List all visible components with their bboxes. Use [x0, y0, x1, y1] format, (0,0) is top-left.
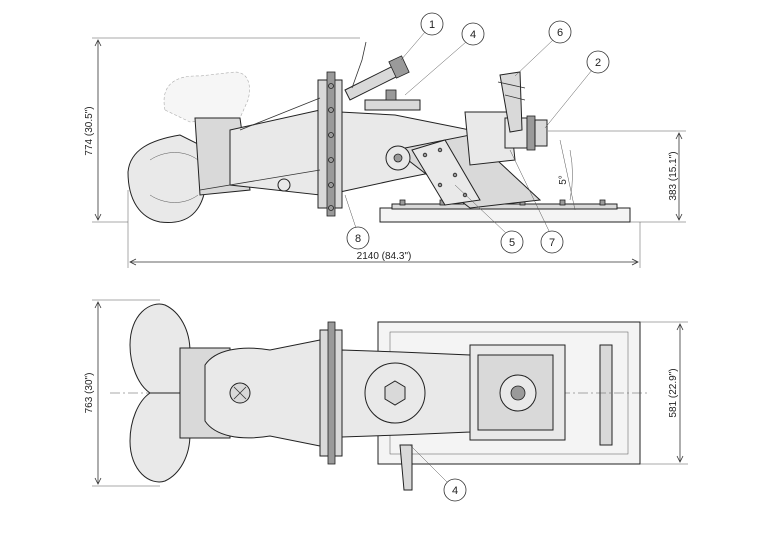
- top-nozzle-upper: [129, 303, 191, 394]
- side-nozzle-inner: [149, 152, 199, 203]
- side-cover-bolts: [422, 147, 468, 198]
- svg-text:2: 2: [595, 57, 601, 69]
- balloon-6: 6: [514, 20, 572, 77]
- balloon-1: 1: [400, 12, 444, 61]
- side-base-plate-lip: [391, 203, 618, 210]
- side-sensor-arm: [497, 81, 526, 101]
- top-dim-width: 763 (30"): [84, 299, 160, 487]
- balloon-2: 2: [544, 50, 610, 129]
- top-main-flange-ring: [327, 321, 336, 465]
- side-flange-bolts: [328, 83, 334, 211]
- side-dim-height-label: 774 (30.5"): [84, 106, 95, 155]
- side-view: 774 (30.5") 383 (15.1") 5° 2140 (84.3"): [84, 12, 686, 268]
- side-dim-shaft-height-label: 383 (15.1"): [668, 151, 679, 200]
- svg-text:6: 6: [557, 27, 563, 39]
- side-coupling-flange: [534, 119, 548, 147]
- side-main-flange-ring: [326, 71, 336, 217]
- top-lever: [399, 444, 413, 491]
- side-dim-angle: 5°: [558, 139, 576, 211]
- top-view: 763 (30") 581 (22.9") 4: [84, 299, 688, 502]
- top-plate-slot: [599, 344, 613, 446]
- svg-text:5: 5: [509, 237, 515, 249]
- side-sensor-bracket: [499, 71, 523, 133]
- top-dim-plate-width: 581 (22.9"): [640, 321, 688, 465]
- svg-text:1: 1: [429, 19, 435, 31]
- side-tie-rod-upper: [239, 97, 321, 131]
- side-top-cover-knob: [385, 89, 397, 101]
- side-ghost-deflector: [163, 71, 250, 123]
- balloon-4-top: 4: [409, 444, 467, 502]
- side-coupling: [526, 115, 536, 151]
- side-pump-housing: [229, 109, 321, 196]
- top-pump-tube: [204, 339, 321, 447]
- top-drive-pulley-hub: [510, 385, 526, 401]
- side-dim-angle-label: 5°: [558, 175, 569, 185]
- side-hinge-boss-center: [393, 153, 403, 163]
- side-inspection-cover: [411, 139, 481, 206]
- side-dim-length-label: 2140 (84.3"): [357, 251, 412, 262]
- svg-text:4: 4: [470, 29, 476, 41]
- side-cylinder-valve: [388, 55, 410, 79]
- side-dim-shaft-height: 383 (15.1"): [548, 130, 686, 223]
- top-dim-plate-width-label: 581 (22.9"): [668, 368, 679, 417]
- svg-text:8: 8: [355, 233, 361, 245]
- top-dim-width-label: 763 (30"): [84, 373, 95, 414]
- side-dim-height: 774 (30.5"): [84, 37, 360, 223]
- balloon-8: 8: [344, 194, 370, 250]
- side-base-plate: [379, 207, 631, 223]
- top-cover-hex: [384, 380, 406, 406]
- side-cylinder-lever: [351, 41, 367, 89]
- side-pivot-bolt: [277, 178, 291, 192]
- top-tube-cross-mark: [233, 386, 247, 400]
- top-nozzle-lower: [129, 392, 191, 483]
- side-dim-length: 2140 (84.3"): [127, 190, 641, 268]
- svg-text:7: 7: [549, 237, 555, 249]
- side-tie-rod-lower: [199, 169, 321, 191]
- balloon-4-side: 4: [404, 22, 485, 96]
- balloon-7: 7: [509, 149, 564, 254]
- side-steering-nozzle: [127, 134, 211, 224]
- svg-text:4: 4: [452, 485, 458, 497]
- balloon-5: 5: [454, 184, 524, 254]
- side-top-cover: [364, 99, 421, 111]
